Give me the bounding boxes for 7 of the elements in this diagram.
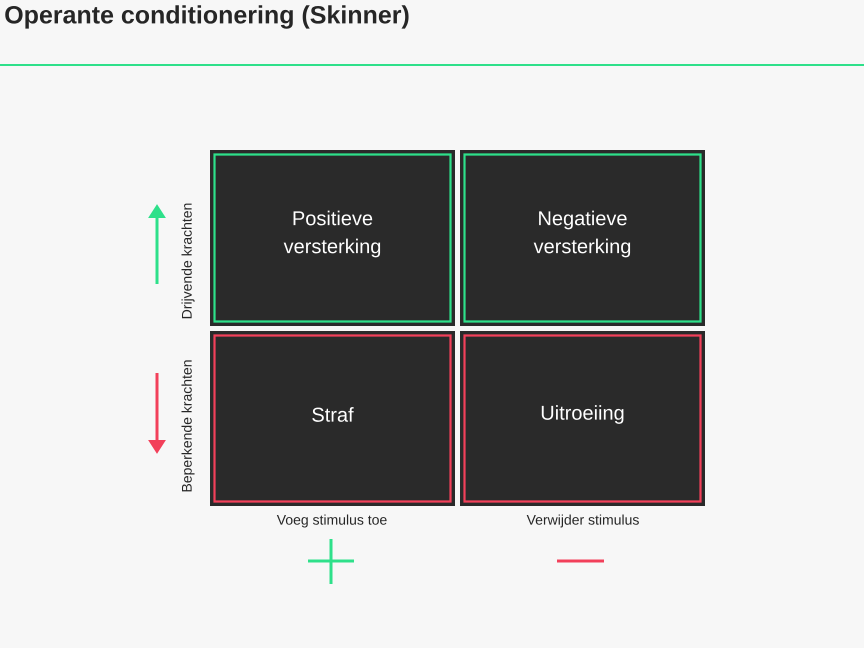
quadrant-box: Negatieve versterking (460, 150, 705, 326)
quadrant-box: Positieve versterking (210, 150, 455, 326)
quadrant-box: Uitroeiing (460, 331, 705, 506)
axis-label: Drijvende krachten (181, 204, 195, 318)
quadrant-box: Straf (210, 331, 455, 506)
axis-label: Beperkende krachten (181, 360, 195, 492)
title: Operante conditionering (Skinner) (5, 5, 409, 29)
